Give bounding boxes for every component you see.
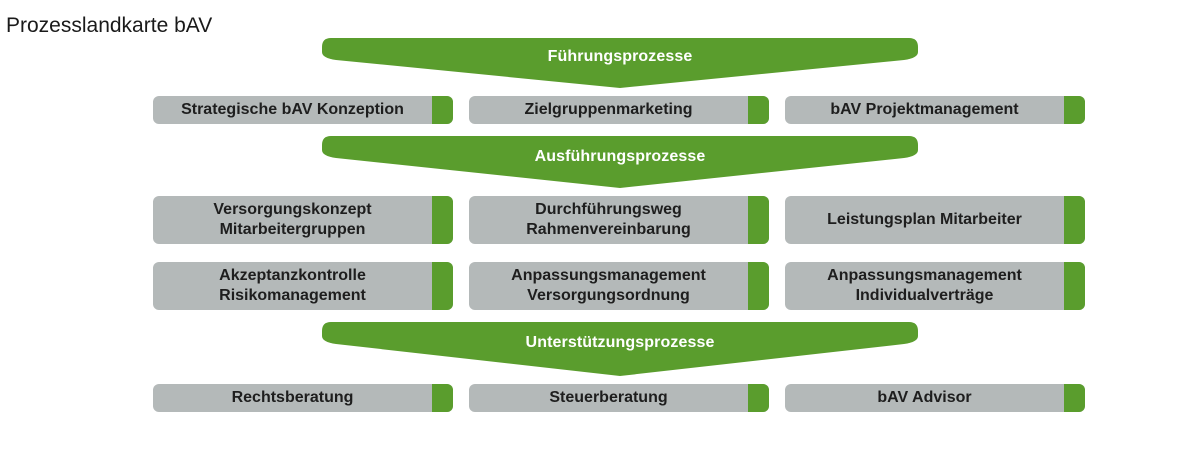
green-accent-strip xyxy=(748,96,769,124)
banner-fuehrungsprozesse: Führungsprozesse xyxy=(322,38,918,88)
process-label: Leistungsplan Mitarbeiter xyxy=(785,196,1064,244)
green-accent-strip xyxy=(432,384,453,412)
process-label-line: Durchführungsweg xyxy=(535,201,682,218)
process-label-line: Mitarbeitergruppen xyxy=(219,221,366,238)
process-label-line: Versorgungsordnung xyxy=(527,287,690,304)
process-box-strategische-bav-konzeption: Strategische bAV Konzeption xyxy=(153,96,453,124)
banner-unterstuetzungsprozesse: Unterstützungsprozesse xyxy=(322,322,918,376)
banner-label: Ausführungsprozesse xyxy=(534,148,706,165)
process-box-leistungsplan-mitarbeiter: Leistungsplan Mitarbeiter xyxy=(785,196,1085,244)
process-label-line: Anpassungsmanagement xyxy=(827,267,1022,284)
chevron-shape xyxy=(322,38,918,88)
process-label: bAV Projektmanagement xyxy=(785,96,1064,124)
green-accent-strip xyxy=(1064,96,1085,124)
green-accent-strip xyxy=(1064,262,1085,310)
process-box-rechtsberatung: Rechtsberatung xyxy=(153,384,453,412)
green-accent-strip xyxy=(432,196,453,244)
green-accent-strip xyxy=(432,262,453,310)
banner-label: Unterstützungsprozesse xyxy=(525,334,715,351)
green-accent-strip xyxy=(432,96,453,124)
process-label: Rechtsberatung xyxy=(153,384,432,412)
chevron-shape xyxy=(322,136,918,188)
process-label-line: Leistungsplan Mitarbeiter xyxy=(827,211,1022,228)
process-label-line: Steuerberatung xyxy=(549,389,668,406)
process-label: bAV Advisor xyxy=(785,384,1064,412)
process-label-line: Risikomanagement xyxy=(219,287,366,304)
process-label-line: bAV Projektmanagement xyxy=(830,101,1019,118)
green-accent-strip xyxy=(1064,384,1085,412)
process-box-steuerberatung: Steuerberatung xyxy=(469,384,769,412)
process-label-line: Rechtsberatung xyxy=(231,389,354,406)
process-label-line: Akzeptanzkontrolle xyxy=(219,267,366,284)
process-label: Strategische bAV Konzeption xyxy=(153,96,432,124)
process-label-line: Strategische bAV Konzeption xyxy=(181,101,404,118)
banner-ausfuehrungsprozesse: Ausführungsprozesse xyxy=(322,136,918,188)
chevron-shape xyxy=(322,322,918,376)
process-label-line: Zielgruppenmarketing xyxy=(524,101,693,118)
process-box-zielgruppenmarketing: Zielgruppenmarketing xyxy=(469,96,769,124)
process-label-line: Rahmenvereinbarung xyxy=(526,221,691,238)
green-accent-strip xyxy=(748,262,769,310)
process-label-line: bAV Advisor xyxy=(877,389,972,406)
process-label-line: Individualverträge xyxy=(855,287,994,304)
green-accent-strip xyxy=(748,384,769,412)
process-box-bav-advisor: bAV Advisor xyxy=(785,384,1085,412)
banner-label: Führungsprozesse xyxy=(547,48,693,65)
process-label: Zielgruppenmarketing xyxy=(469,96,748,124)
process-label-line: Anpassungsmanagement xyxy=(511,267,706,284)
green-accent-strip xyxy=(748,196,769,244)
process-label: Steuerberatung xyxy=(469,384,748,412)
process-label-line: Versorgungskonzept xyxy=(213,201,372,218)
process-box-bav-projektmanagement: bAV Projektmanagement xyxy=(785,96,1085,124)
green-accent-strip xyxy=(1064,196,1085,244)
page-title: Prozesslandkarte bAV xyxy=(6,14,213,37)
